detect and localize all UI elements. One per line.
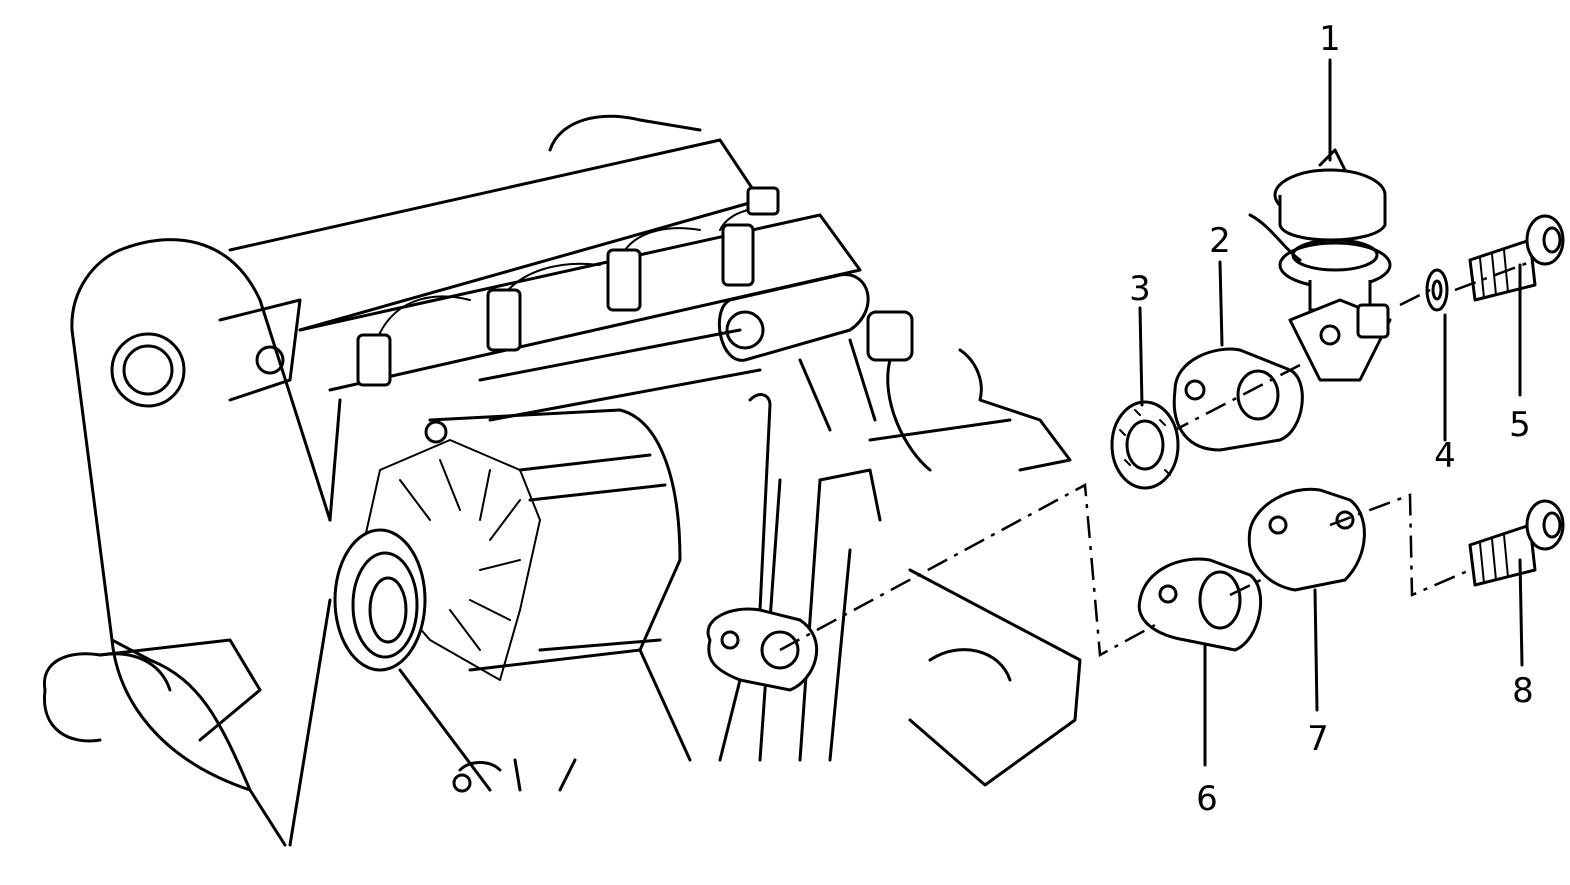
- callout-8: 8: [1512, 671, 1534, 711]
- part-2-gasket: [1172, 347, 1304, 452]
- part-6-flange-gasket: [1137, 557, 1263, 652]
- part-1-egr-valve: [1248, 148, 1392, 382]
- part-7-cover-plate: [1247, 487, 1366, 592]
- leader-lines: [1138, 58, 1524, 767]
- engine-block-illustration: [42, 114, 1082, 847]
- block-flange: [706, 607, 819, 692]
- callout-5: 5: [1509, 405, 1531, 445]
- pulley: [333, 528, 427, 672]
- part-5-bolt: [1468, 214, 1565, 302]
- callout-4: 4: [1434, 436, 1456, 476]
- part-3-seal-ring: [1110, 400, 1180, 490]
- callout-2: 2: [1209, 221, 1231, 261]
- part-4-washer: [1425, 268, 1449, 312]
- callout-1: 1: [1319, 19, 1341, 59]
- callout-labels: 1 2 3 4 5 6 7 8: [1129, 19, 1534, 819]
- callout-3: 3: [1129, 269, 1151, 309]
- callout-7: 7: [1307, 719, 1329, 759]
- callout-6: 6: [1196, 779, 1218, 819]
- assembly-lines: [779, 260, 1531, 658]
- part-8-bolt: [1468, 499, 1565, 587]
